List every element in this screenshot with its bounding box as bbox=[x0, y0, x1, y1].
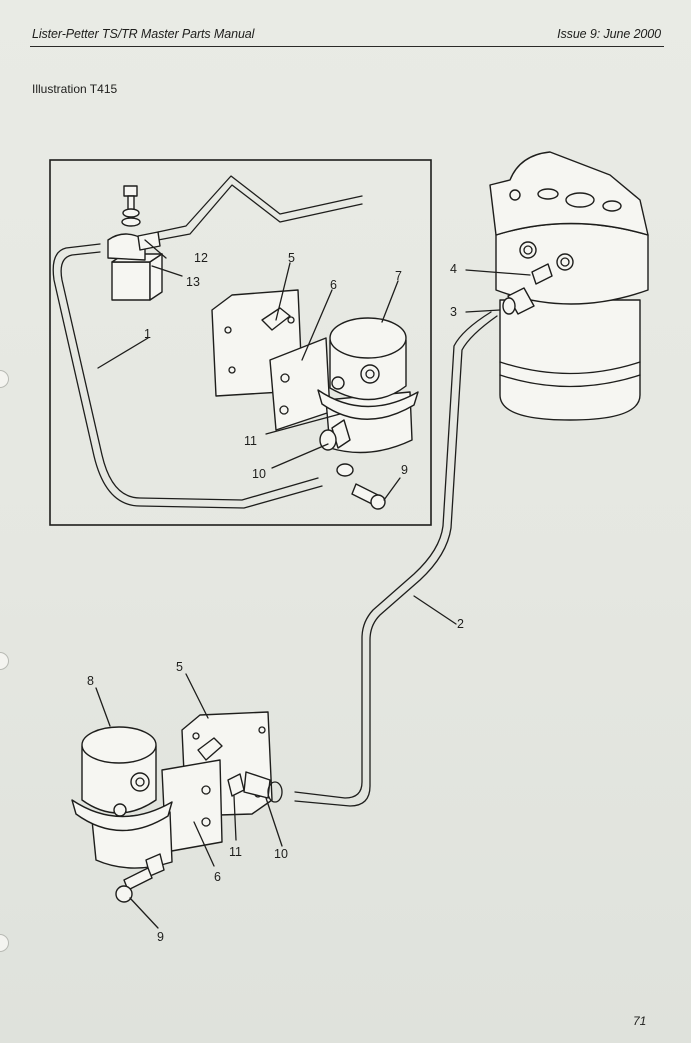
fuel-pipe-1 bbox=[52, 175, 363, 509]
callout-12: 12 bbox=[194, 251, 208, 265]
callout-13: 13 bbox=[186, 275, 200, 289]
callout-10: 10 bbox=[252, 467, 266, 481]
callout-8: 8 bbox=[87, 674, 94, 688]
issue-date: Issue 9: June 2000 bbox=[557, 27, 661, 41]
callout-4: 4 bbox=[450, 262, 457, 276]
callout-5: 5 bbox=[176, 660, 183, 674]
callout-6: 6 bbox=[214, 870, 221, 884]
fuel-lift-pump-inset bbox=[211, 289, 419, 510]
callout-11: 11 bbox=[229, 845, 242, 859]
callout-9: 9 bbox=[157, 930, 164, 944]
manual-title: Lister-Petter TS/TR Master Parts Manual bbox=[32, 27, 255, 41]
callout-5: 5 bbox=[288, 251, 295, 265]
callout-7: 7 bbox=[395, 269, 402, 283]
callout-leaders bbox=[95, 239, 531, 929]
callout-10: 10 bbox=[274, 847, 288, 861]
detail-frame bbox=[49, 159, 432, 526]
header-rule bbox=[30, 46, 664, 47]
callout-6: 6 bbox=[330, 278, 337, 292]
fuel-lift-pump-lower bbox=[71, 711, 283, 903]
fuel-filter-assembly bbox=[489, 151, 649, 421]
illustration-title: Illustration T415 bbox=[32, 82, 118, 96]
fuel-pipe-2 bbox=[294, 311, 498, 807]
pipe-clip-assembly bbox=[107, 185, 163, 301]
callout-11: 11 bbox=[244, 434, 257, 448]
callout-9: 9 bbox=[401, 463, 408, 477]
page-number: 71 bbox=[633, 1014, 647, 1028]
callout-1: 1 bbox=[144, 327, 151, 341]
callout-labels: 12 13 1 5 6 7 11 10 9 4 3 2 8 5 11 10 6 … bbox=[87, 251, 464, 944]
callout-3: 3 bbox=[450, 305, 457, 319]
callout-2: 2 bbox=[457, 617, 464, 631]
